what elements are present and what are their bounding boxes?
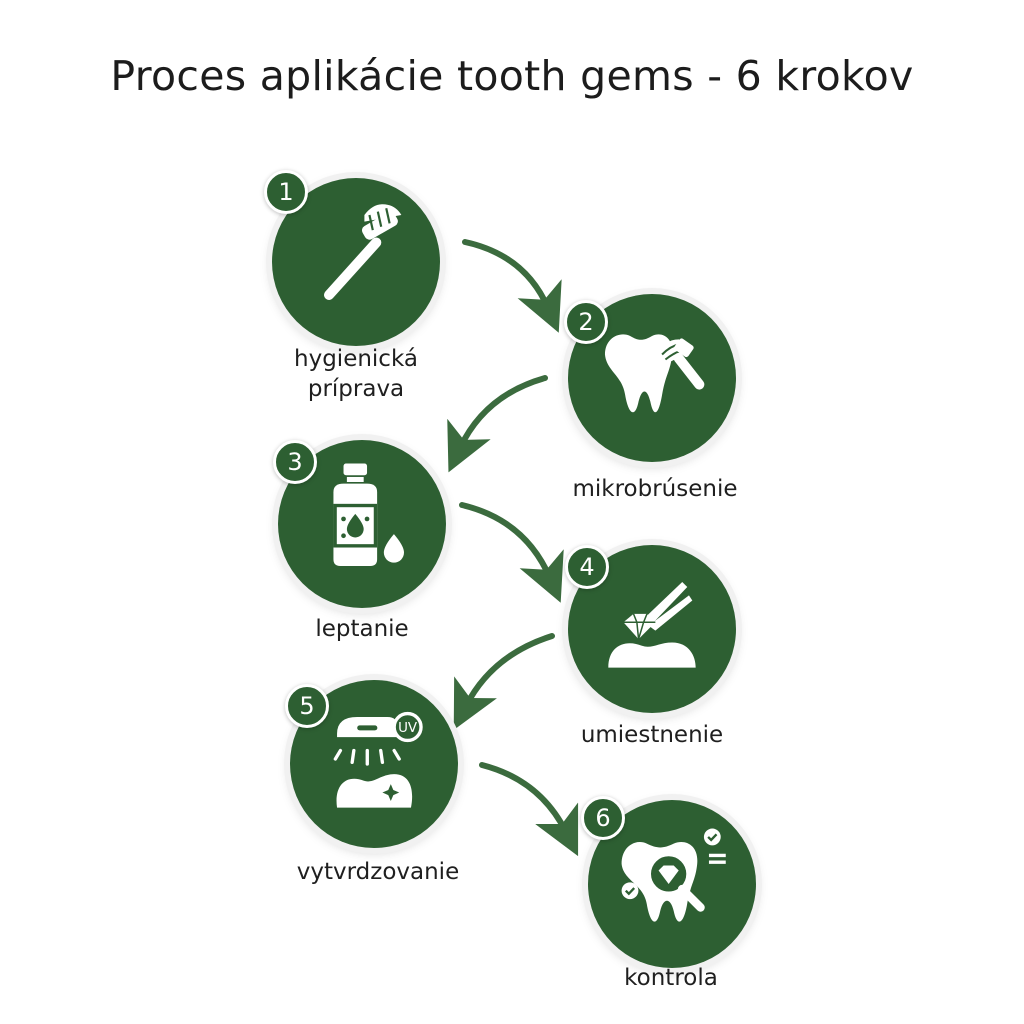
step-6-badge: 6 [581,796,625,840]
arrow-3-to-4 [459,502,564,603]
step-3-label: leptanie [315,616,409,642]
etching-bottle-icon [333,463,404,566]
step-4-label: umiestnenie [580,722,724,748]
step-4-badge: 4 [565,545,609,589]
arrow-1-to-2 [462,239,562,333]
step-3-circle [278,440,446,608]
tweezers-gem-icon [608,581,696,668]
step-2-badge: 2 [564,300,608,344]
step-2-circle [568,294,736,462]
toothbrush-icon [323,204,402,300]
tooth-inspection-icon [621,828,726,922]
tooth-polisher-icon [604,334,705,413]
arrow-4-to-5 [453,633,555,731]
step-6-label: kontrola [624,965,718,991]
step-3-badge: 3 [273,440,317,484]
step-1-badge: 1 [264,170,308,214]
step-2-label: mikrobrúsenie [572,476,738,502]
step-5-badge: 5 [285,684,329,728]
step-5-label: vytvrdzovanie [296,859,460,885]
uv-text-icon: UV [398,721,418,736]
page-title: Proces aplikácie tooth gems - 6 krokov [110,52,914,100]
step-1-label: hygienická prípravа [294,346,418,402]
uv-lamp-icon: UV [333,711,423,808]
arrow-5-to-6 [479,762,579,857]
